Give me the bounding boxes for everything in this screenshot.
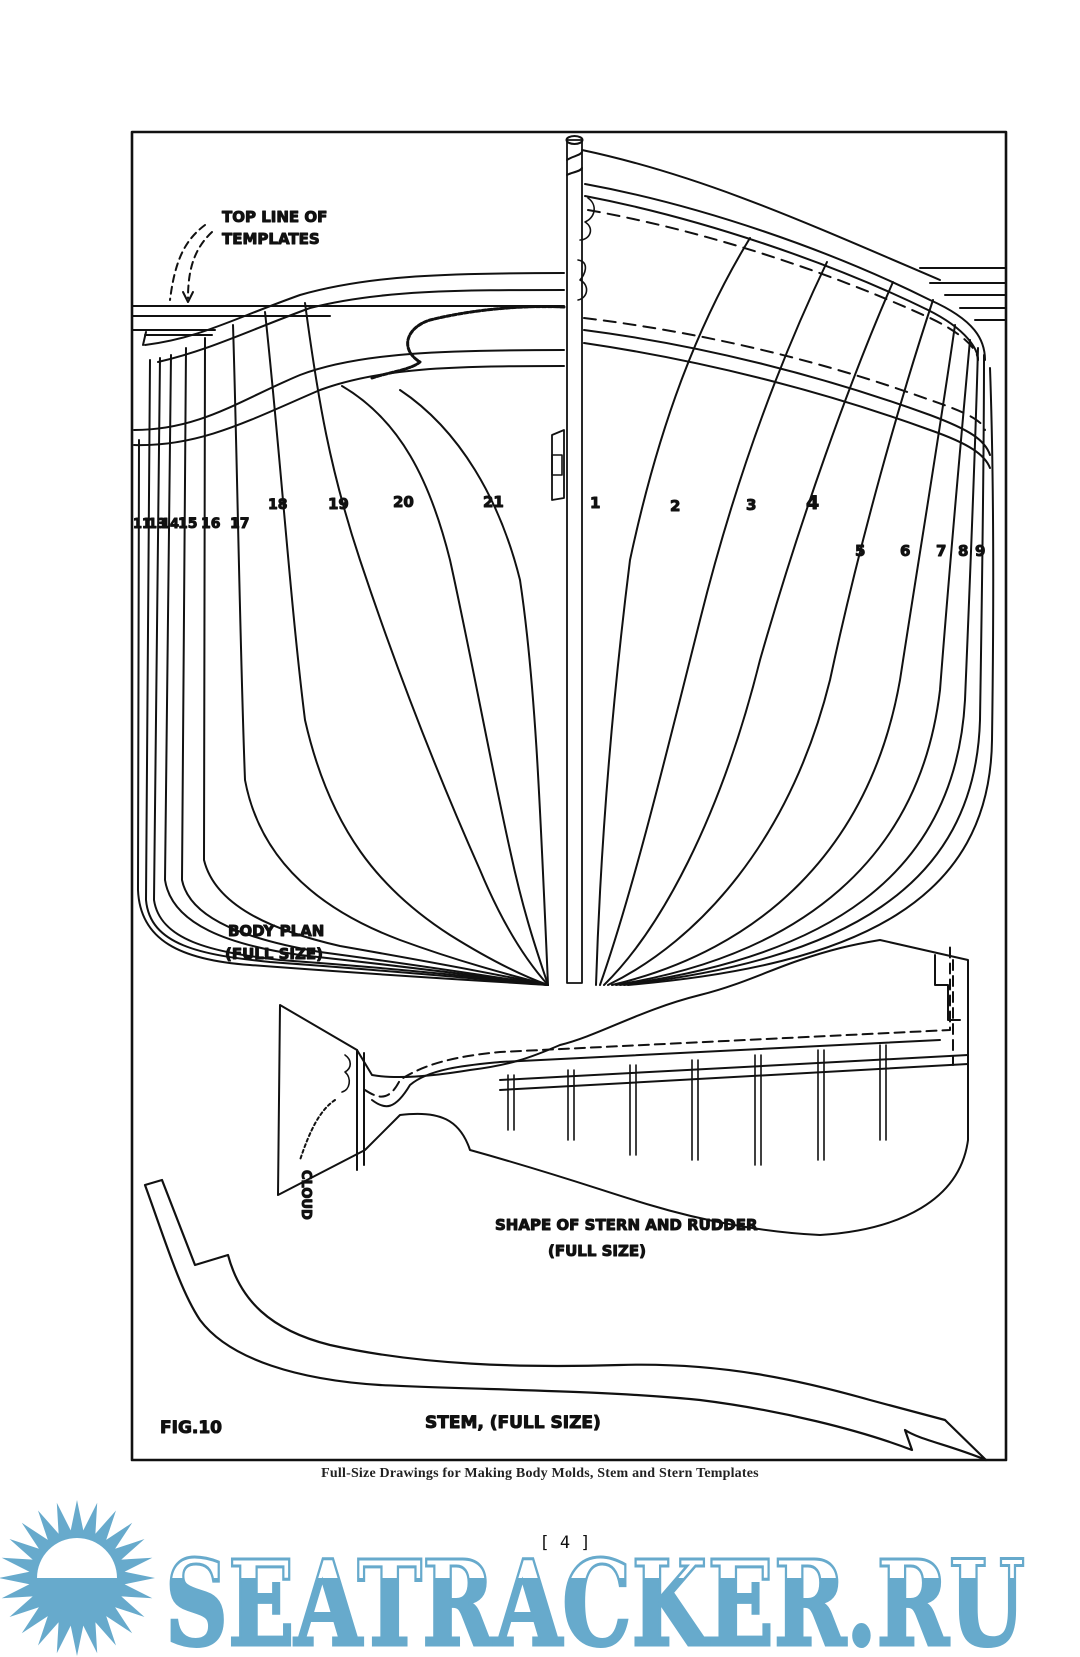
station-6: 6 bbox=[900, 542, 910, 560]
annotation-top-line: TOP LINE OF TEMPLATES bbox=[169, 208, 328, 303]
station-2: 2 bbox=[670, 497, 680, 515]
station-21: 21 bbox=[483, 493, 504, 511]
station-9: 9 bbox=[975, 542, 985, 560]
stern-label: SHAPE OF STERN AND RUDDER bbox=[495, 1216, 758, 1234]
stem-label: STEM, (FULL SIZE) bbox=[425, 1413, 601, 1433]
transom-name: CLOUD bbox=[298, 1170, 313, 1220]
body-plan-label: BODY PLAN bbox=[228, 922, 324, 940]
station-5: 5 bbox=[855, 542, 865, 560]
figure-number: FIG.10 bbox=[160, 1418, 222, 1438]
station-3: 3 bbox=[746, 496, 756, 514]
station-numbers-left: 11 13 14 15 16 17 18 19 20 21 bbox=[133, 493, 505, 533]
station-19: 19 bbox=[328, 495, 349, 513]
stem-drawing bbox=[143, 1178, 988, 1462]
stern-rudder-drawing bbox=[277, 939, 969, 1236]
watermark-text-outline: SEATRACKER.RU bbox=[165, 1534, 1025, 1657]
station-16: 16 bbox=[201, 516, 220, 532]
page-number: [ 4 ] bbox=[539, 1533, 591, 1553]
station-18: 18 bbox=[268, 497, 287, 513]
top-line-label-2: TEMPLATES bbox=[222, 230, 320, 248]
top-line-label-1: TOP LINE OF bbox=[222, 208, 327, 226]
station-8: 8 bbox=[958, 542, 968, 560]
station-15: 15 bbox=[178, 516, 197, 532]
body-plan bbox=[132, 135, 1007, 986]
station-7: 7 bbox=[936, 542, 946, 560]
figure-frame bbox=[130, 130, 1008, 1462]
stern-size-label: (FULL SIZE) bbox=[548, 1242, 646, 1260]
station-4: 4 bbox=[806, 492, 819, 514]
station-1: 1 bbox=[590, 494, 600, 512]
station-20: 20 bbox=[393, 493, 414, 511]
figure-caption: Full-Size Drawings for Making Body Molds… bbox=[321, 1466, 759, 1481]
watermark: SEATRACKER.RU SEATRACKER.RU bbox=[0, 1500, 1027, 1657]
station-13: 13 bbox=[148, 517, 166, 532]
station-numbers-right: 1 2 3 4 5 6 7 8 9 bbox=[590, 492, 986, 561]
body-plan-size-label: (FULL SIZE) bbox=[225, 945, 323, 963]
station-17: 17 bbox=[230, 516, 249, 532]
sun-icon bbox=[0, 1500, 155, 1656]
station-14: 14 bbox=[161, 517, 179, 532]
station-11: 11 bbox=[133, 517, 151, 532]
watermark-text-fill: SEATRACKER.RU bbox=[165, 1534, 1025, 1657]
